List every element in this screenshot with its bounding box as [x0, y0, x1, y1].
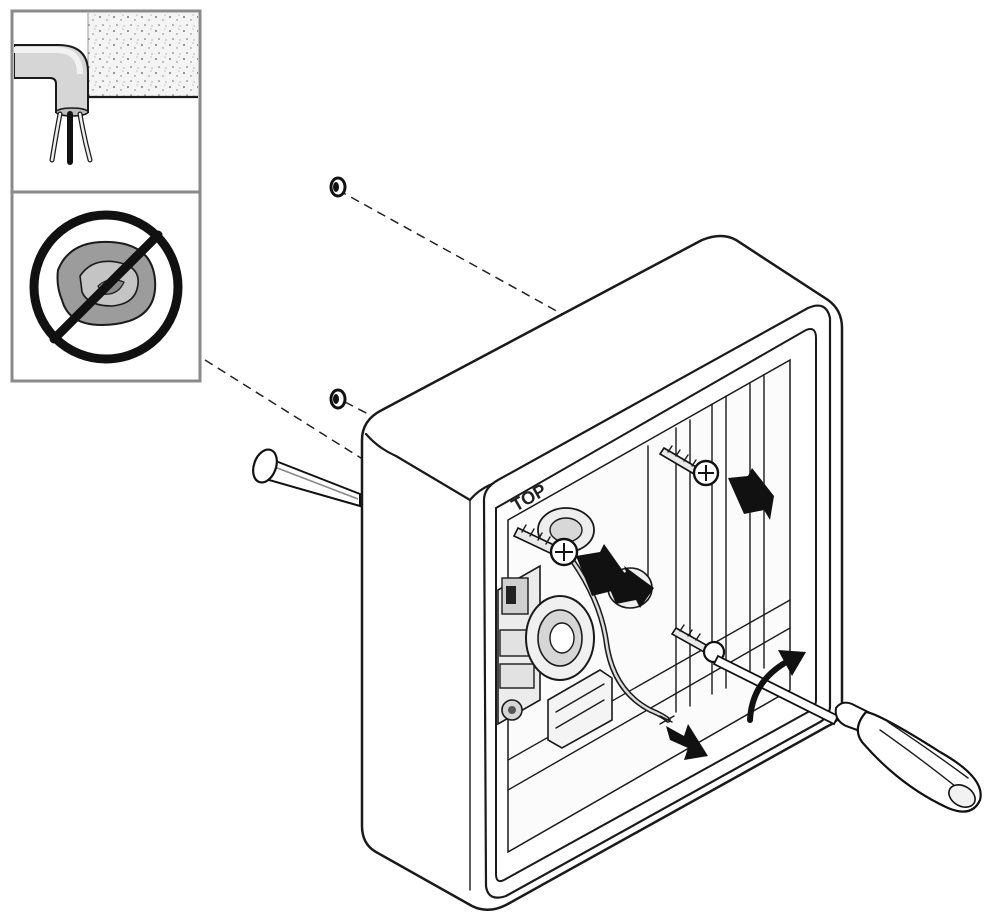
wall-anchor-bottom	[329, 388, 347, 410]
detail-inset-panel	[10, 9, 202, 383]
screw-upper	[658, 445, 720, 487]
wall-anchor-top	[329, 176, 347, 198]
push-arrow-right	[606, 566, 654, 608]
screwdriver	[712, 654, 982, 813]
conduit-entry	[252, 448, 361, 508]
no-sealant-prohibited-icon	[29, 210, 183, 364]
screw-center	[512, 524, 579, 567]
box-mechanism	[497, 507, 653, 749]
rotate-arrow-icon	[747, 650, 806, 723]
push-arrow-upper	[728, 468, 774, 520]
conduit-wall-detail	[14, 13, 198, 165]
pull-arrow-wire	[666, 724, 708, 760]
